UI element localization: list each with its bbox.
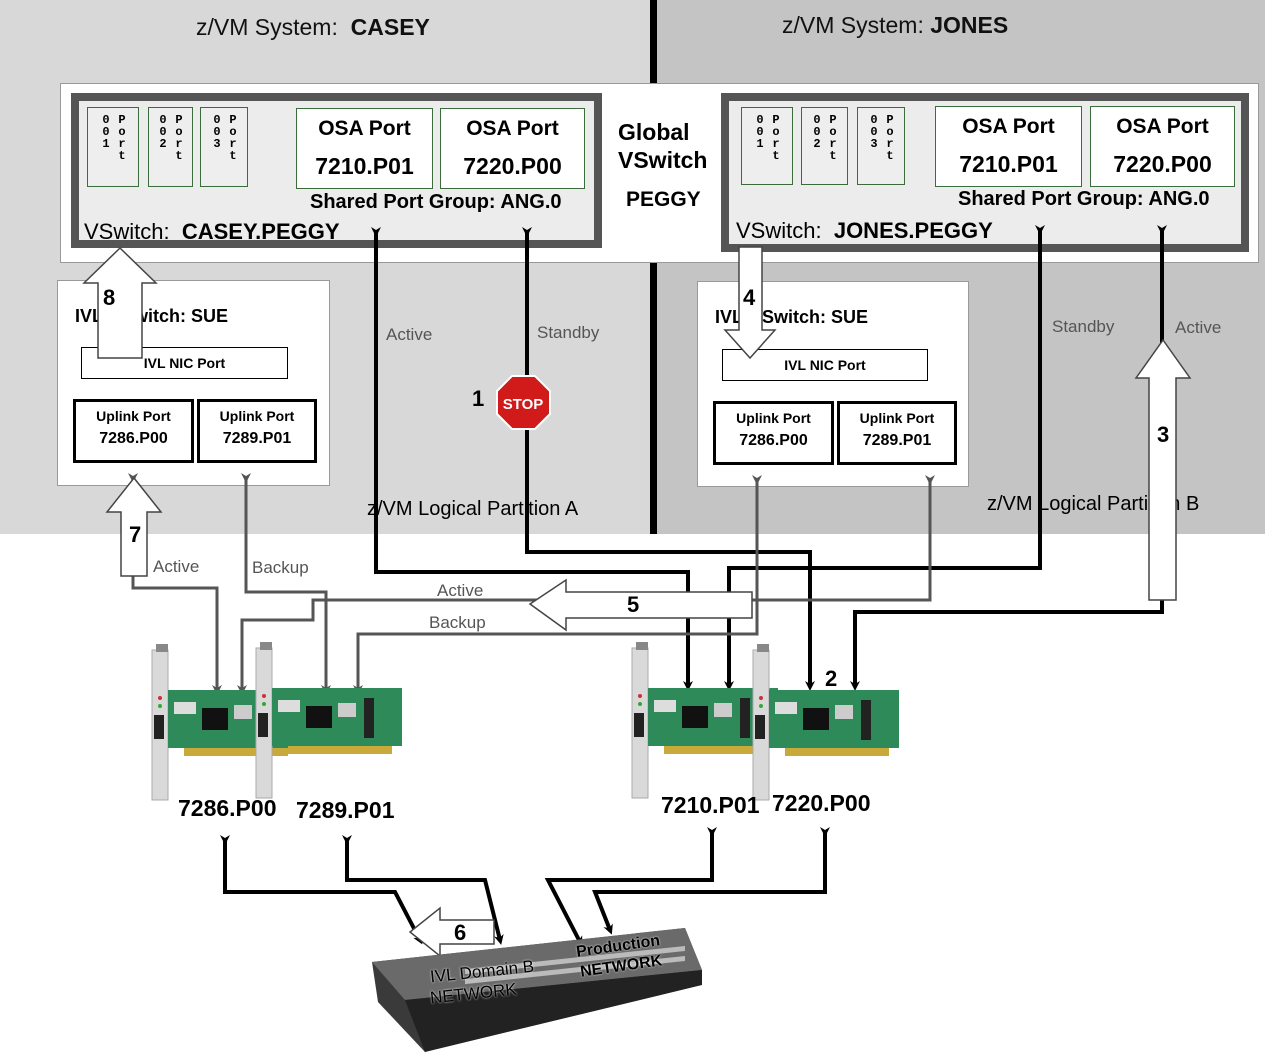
card-label-7220: 7220.P00 — [772, 790, 870, 817]
card-label-7210: 7210.P01 — [661, 792, 759, 819]
card-7220 — [753, 644, 899, 800]
card-label-7286: 7286.P00 — [178, 795, 276, 822]
card-label-7289: 7289.P01 — [296, 797, 394, 824]
card-7289 — [256, 642, 402, 798]
